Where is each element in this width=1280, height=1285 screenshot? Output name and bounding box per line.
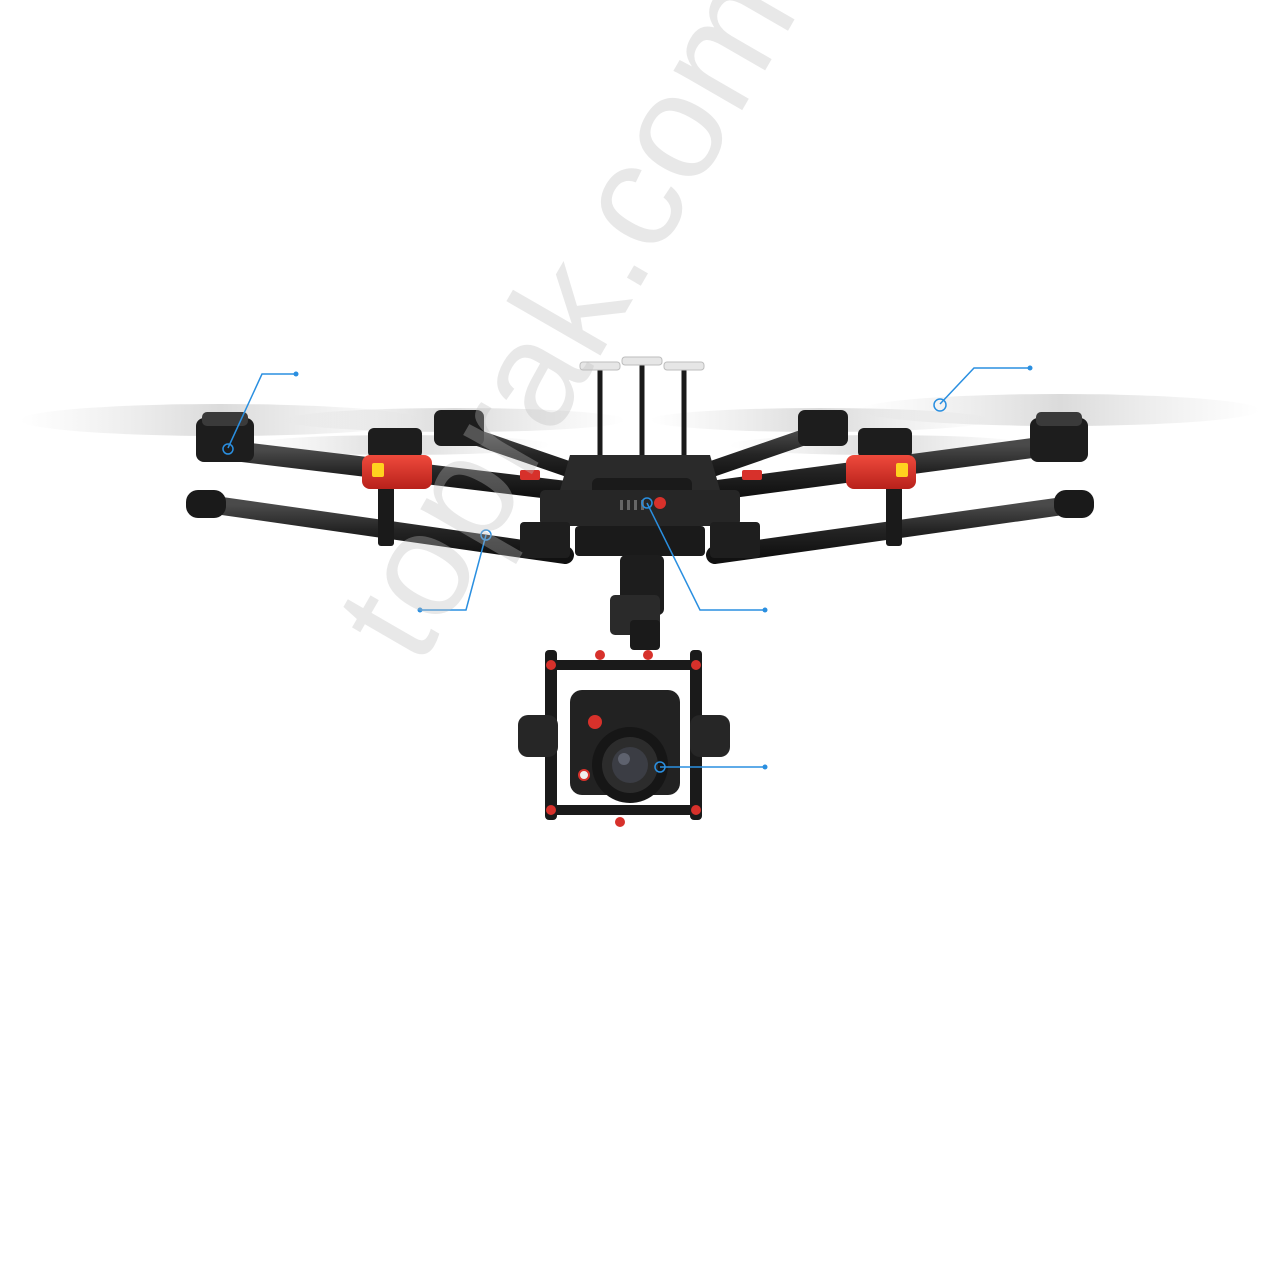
motor-red-right <box>858 428 912 458</box>
motor-red-left <box>368 428 422 458</box>
body-red-clip-right <box>742 470 762 480</box>
antenna-cap-center <box>621 356 663 366</box>
gear-bracket-right <box>886 478 902 546</box>
gimbal <box>518 555 730 827</box>
motors <box>196 410 1088 489</box>
esc-left <box>520 522 570 558</box>
camera-lens-glass <box>612 747 648 783</box>
landing-foot-left <box>186 490 226 518</box>
motor-inner-right <box>798 410 848 446</box>
propeller-callout-ring <box>933 398 947 412</box>
antenna-cap-right <box>663 361 705 371</box>
callouts <box>222 365 1033 773</box>
propeller-blur-right-outer <box>860 394 1260 426</box>
gimbal-frame-top <box>545 660 702 670</box>
landing-gear <box>186 478 1094 564</box>
motor-callout-dot <box>293 371 299 377</box>
gimbal-frame-bottom <box>545 805 702 815</box>
arm-callout-dot <box>417 607 423 613</box>
gear-bracket-left <box>378 478 394 546</box>
motor-callout <box>227 373 296 449</box>
antennas <box>579 356 705 460</box>
body-callout-dot <box>762 607 768 613</box>
led-left <box>372 463 384 477</box>
motor-inner-left <box>434 410 484 446</box>
gimbal-roll-motor-left <box>518 715 558 757</box>
camera-callout-ring <box>654 761 666 773</box>
landing-foot-right <box>1054 490 1094 518</box>
body-callout-ring <box>641 497 653 509</box>
arm-callout-ring <box>480 529 492 541</box>
esc-right <box>710 522 760 558</box>
camera-record-button <box>588 715 602 729</box>
motor-outer-left <box>196 418 254 462</box>
camera-callout-dot <box>762 764 768 770</box>
body-status-light <box>654 497 666 509</box>
motor-outer-right <box>1030 418 1088 462</box>
propeller-callout-dot <box>1027 365 1033 371</box>
body-callout <box>646 502 765 611</box>
arm-callout <box>420 534 487 611</box>
antenna-cap-left <box>579 361 621 371</box>
gimbal-roll-motor-right <box>690 715 730 757</box>
led-right <box>896 463 908 477</box>
propeller-callout <box>939 367 1030 405</box>
motor-callout-ring <box>222 443 234 455</box>
body-red-clip-left <box>520 470 540 480</box>
